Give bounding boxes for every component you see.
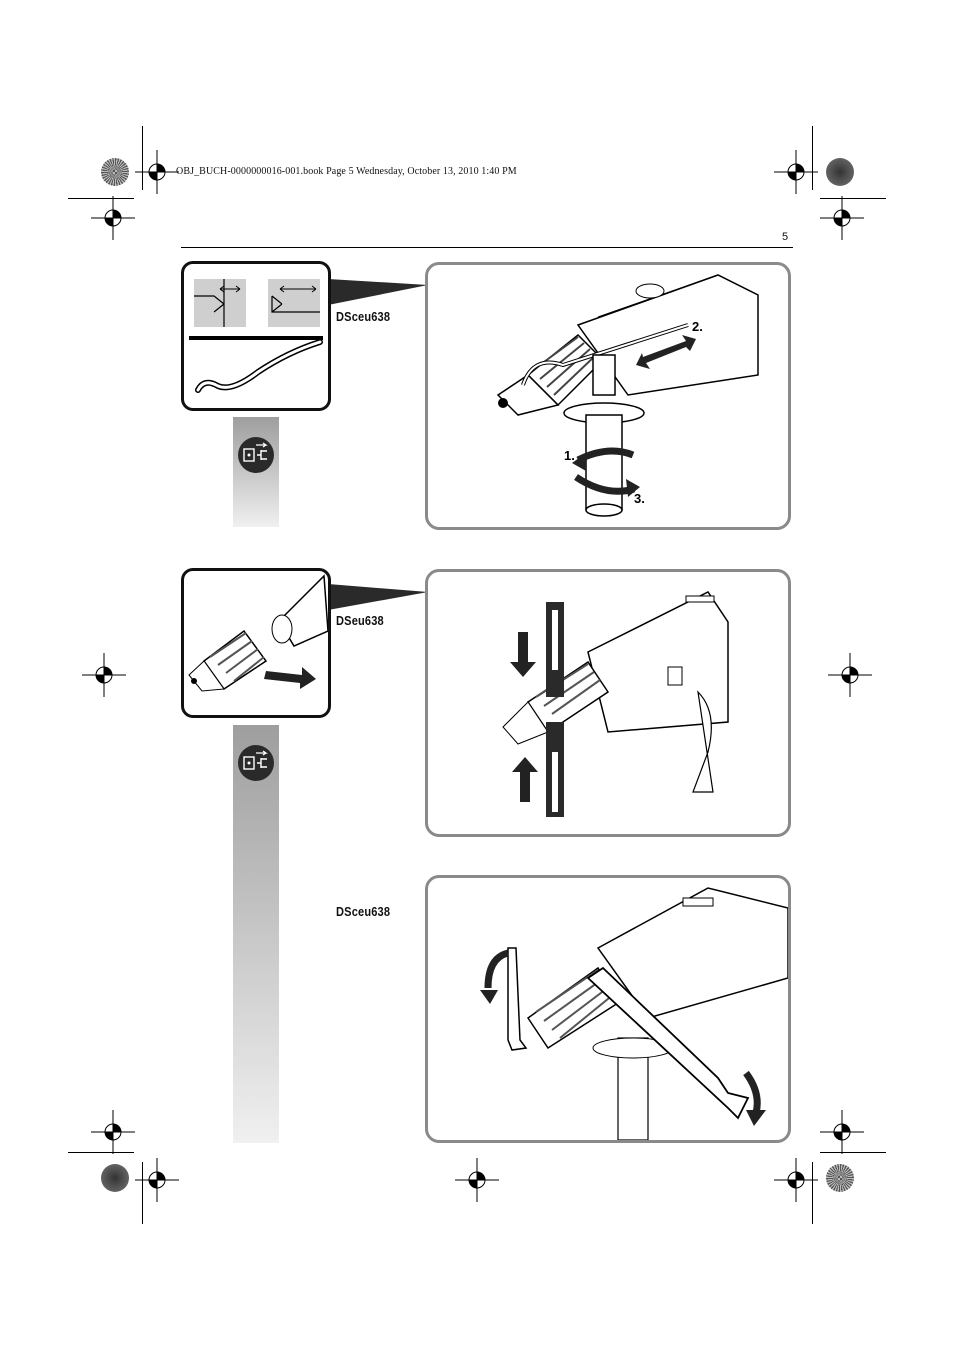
registration-mark-icon bbox=[774, 1158, 818, 1202]
registration-mark-icon bbox=[820, 1110, 864, 1154]
print-rosette-icon bbox=[826, 158, 854, 186]
figure-code: DSceu638 bbox=[336, 309, 391, 324]
callout-wedge bbox=[328, 279, 428, 305]
figure-chuck-wrench bbox=[425, 569, 791, 837]
step-label: 3. bbox=[634, 491, 645, 506]
registration-mark-icon bbox=[82, 653, 126, 697]
figure-code: DSeu638 bbox=[336, 613, 384, 628]
crop-line bbox=[142, 1162, 143, 1224]
open-end-wrench-icon bbox=[480, 887, 788, 1140]
registration-mark-icon bbox=[774, 150, 818, 194]
step-label: 2. bbox=[692, 319, 703, 334]
crop-line bbox=[68, 1152, 134, 1153]
unplug-icon bbox=[238, 745, 274, 781]
book-header: OBJ_BUCH-0000000016-001.book Page 5 Wedn… bbox=[176, 166, 517, 177]
chuck-wrench-icon bbox=[502, 591, 729, 817]
crop-line bbox=[812, 1162, 813, 1224]
registration-mark-icon bbox=[91, 196, 135, 240]
figure-wrench bbox=[425, 875, 791, 1143]
registration-mark-icon bbox=[135, 150, 179, 194]
crop-line bbox=[68, 198, 134, 199]
chuck-removal-icon bbox=[188, 574, 328, 692]
page-number: 5 bbox=[782, 231, 789, 243]
crop-line bbox=[812, 126, 813, 190]
gray-band bbox=[233, 725, 279, 1143]
auxiliary-handle-icon: 1. 2. 3. bbox=[496, 274, 759, 517]
chuck-removal-inset bbox=[181, 568, 331, 718]
registration-mark-icon bbox=[135, 1158, 179, 1202]
registration-mark-icon bbox=[91, 1110, 135, 1154]
depth-gauge-inset bbox=[181, 261, 331, 411]
registration-mark-icon bbox=[828, 653, 872, 697]
registration-mark-icon bbox=[820, 196, 864, 240]
print-rosette-icon bbox=[101, 1164, 129, 1192]
callout-wedge bbox=[328, 584, 428, 610]
header-rule bbox=[181, 247, 793, 248]
hex-key-icon bbox=[428, 878, 429, 879]
registration-mark-icon bbox=[455, 1158, 499, 1202]
step-label: 1. bbox=[564, 448, 575, 463]
crop-line bbox=[142, 126, 143, 190]
unplug-icon bbox=[238, 437, 274, 473]
print-rosette-icon bbox=[101, 158, 129, 186]
print-rosette-icon bbox=[826, 1164, 854, 1192]
figure-auxiliary-handle: 1. 2. 3. bbox=[425, 262, 791, 530]
crop-line bbox=[820, 1152, 886, 1153]
crop-line bbox=[820, 198, 886, 199]
depth-gauge-icon bbox=[189, 279, 323, 393]
figure-code: DSceu638 bbox=[336, 904, 391, 919]
